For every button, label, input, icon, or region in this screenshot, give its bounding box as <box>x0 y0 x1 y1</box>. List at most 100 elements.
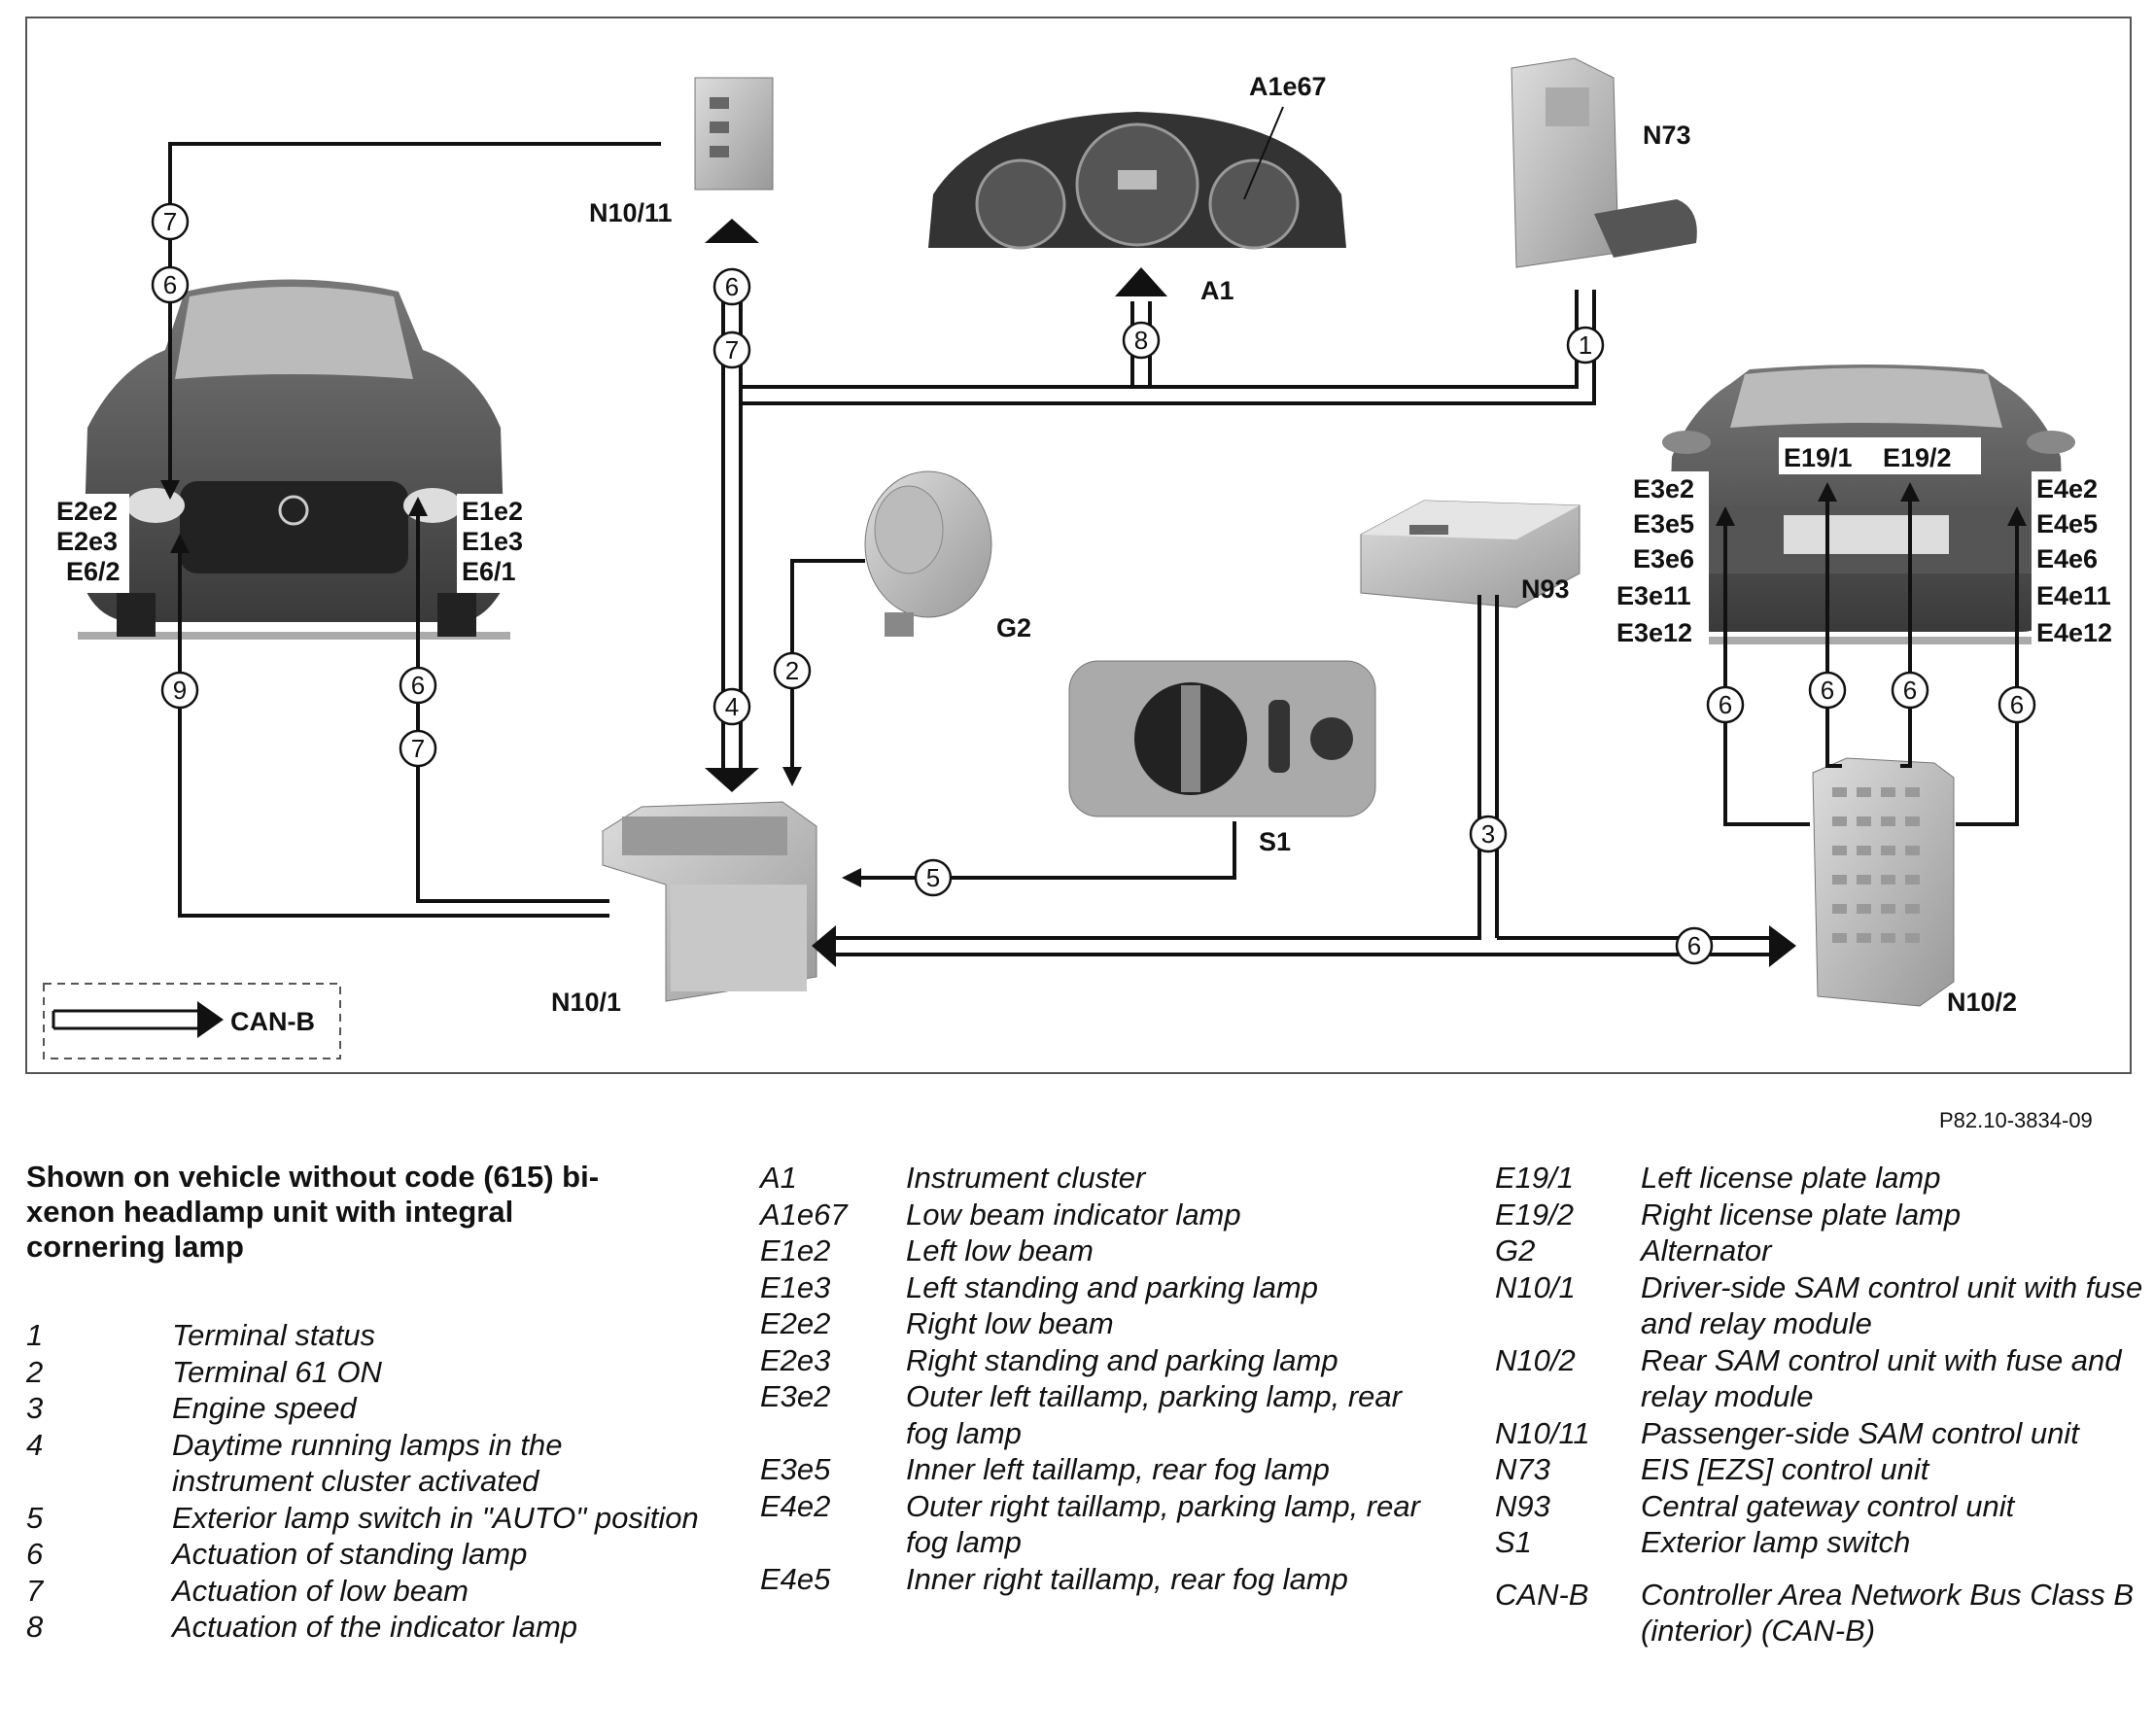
svg-text:6: 6 <box>163 270 177 299</box>
label-n10-1: N10/1 <box>551 988 621 1017</box>
label-e3e2: E3e2 <box>1633 474 1694 503</box>
label-e19-2: E19/2 <box>1883 443 1952 472</box>
signal-marker: 8 <box>1122 321 1161 360</box>
label-a1e67: A1e67 <box>1249 72 1327 101</box>
front-right-lamp-labels: E1e2 E1e3 E6/1 <box>457 494 533 593</box>
signal-marker: 7 <box>399 729 437 768</box>
signal-marker: 6 <box>1891 671 1929 710</box>
svg-text:6: 6 <box>411 671 425 700</box>
label-n10-11: N10/11 <box>589 198 673 227</box>
label-e4e5: E4e5 <box>2036 509 2098 538</box>
wire-s1-to-n10-1 <box>842 821 1236 887</box>
svg-text:6: 6 <box>1687 931 1701 960</box>
front-left-lamp-labels: E2e2 E2e3 E6/2 <box>53 494 129 593</box>
svg-text:2: 2 <box>785 656 799 685</box>
signal-marker: 9 <box>160 671 199 710</box>
label-e4e12: E4e12 <box>2036 618 2112 647</box>
central-gateway-image <box>1360 500 1581 608</box>
wire-n10-11-to-front-left <box>160 142 661 500</box>
signal-marker: 7 <box>712 330 751 369</box>
can-b-legend-box: CAN-B <box>43 983 341 1059</box>
signal-marker: 6 <box>1706 685 1745 724</box>
legend-spacer <box>1495 1561 2146 1577</box>
label-e3e12: E3e12 <box>1616 618 1692 647</box>
svg-text:8: 8 <box>1134 326 1148 355</box>
label-e3e5: E3e5 <box>1633 509 1694 538</box>
label-g2: G2 <box>996 613 1031 642</box>
label-e19-1: E19/1 <box>1784 443 1853 472</box>
n10-2-module-image <box>1812 757 1955 1007</box>
svg-text:4: 4 <box>725 692 739 721</box>
rear-car-image <box>1662 365 2080 644</box>
alternator-image <box>864 470 992 637</box>
hardwired-lines <box>160 142 2027 918</box>
wire-n10-2-rear-3 <box>1900 482 1920 768</box>
label-n93: N93 <box>1521 574 1570 604</box>
signal-marker: 4 <box>712 687 751 726</box>
wire-n10-2-rear-1 <box>1716 506 1810 826</box>
wire-n10-1-to-front-left <box>170 534 609 918</box>
a1e67-leader-line <box>1243 106 1284 200</box>
label-a1: A1 <box>1200 276 1234 305</box>
label-e4e2: E4e2 <box>2036 474 2098 503</box>
exterior-lamp-switch-image <box>1068 660 1376 817</box>
signal-marker: 6 <box>1998 685 2036 724</box>
label-e4e6: E4e6 <box>2036 544 2098 573</box>
instrument-cluster-image <box>928 112 1346 250</box>
signal-marker: 1 <box>1566 326 1605 365</box>
svg-text:6: 6 <box>1821 676 1834 705</box>
rear-left-lamp-labels: E3e2 E3e5 E3e6 E3e11 E3e12 <box>1614 471 1709 656</box>
label-e6-2: E6/2 <box>66 557 121 586</box>
svg-text:6: 6 <box>1903 676 1917 705</box>
n10-11-module-image <box>694 77 774 191</box>
figure-caption: Shown on vehicle without code (615) bi-x… <box>26 1160 600 1264</box>
signal-marker: 2 <box>773 651 812 690</box>
signal-number-markers: 7 6 6 7 8 1 4 2 9 6 7 5 3 6 6 6 6 6 <box>151 202 2036 965</box>
svg-text:3: 3 <box>1481 819 1495 849</box>
label-e3e6: E3e6 <box>1633 544 1694 573</box>
eis-control-unit-image <box>1511 57 1697 268</box>
figure-reference: P82.10-3834-09 <box>1939 1108 2093 1132</box>
signal-marker: 6 <box>712 267 751 306</box>
front-car-image <box>78 279 510 640</box>
signal-marker: 6 <box>399 666 437 705</box>
wire-n10-2-rear-2 <box>1818 482 1842 768</box>
svg-text:7: 7 <box>411 734 425 763</box>
label-n73: N73 <box>1643 121 1691 150</box>
label-e3e11: E3e11 <box>1616 581 1691 610</box>
svg-text:7: 7 <box>725 335 739 365</box>
signal-marker: 5 <box>914 858 953 897</box>
svg-text:7: 7 <box>163 207 177 236</box>
svg-text:6: 6 <box>2010 690 2024 719</box>
label-e1e3: E1e3 <box>462 527 523 556</box>
label-e4e11: E4e11 <box>2036 581 2111 610</box>
wire-n10-2-rear-4 <box>1956 506 2027 826</box>
label-n10-2: N10/2 <box>1947 988 2017 1017</box>
